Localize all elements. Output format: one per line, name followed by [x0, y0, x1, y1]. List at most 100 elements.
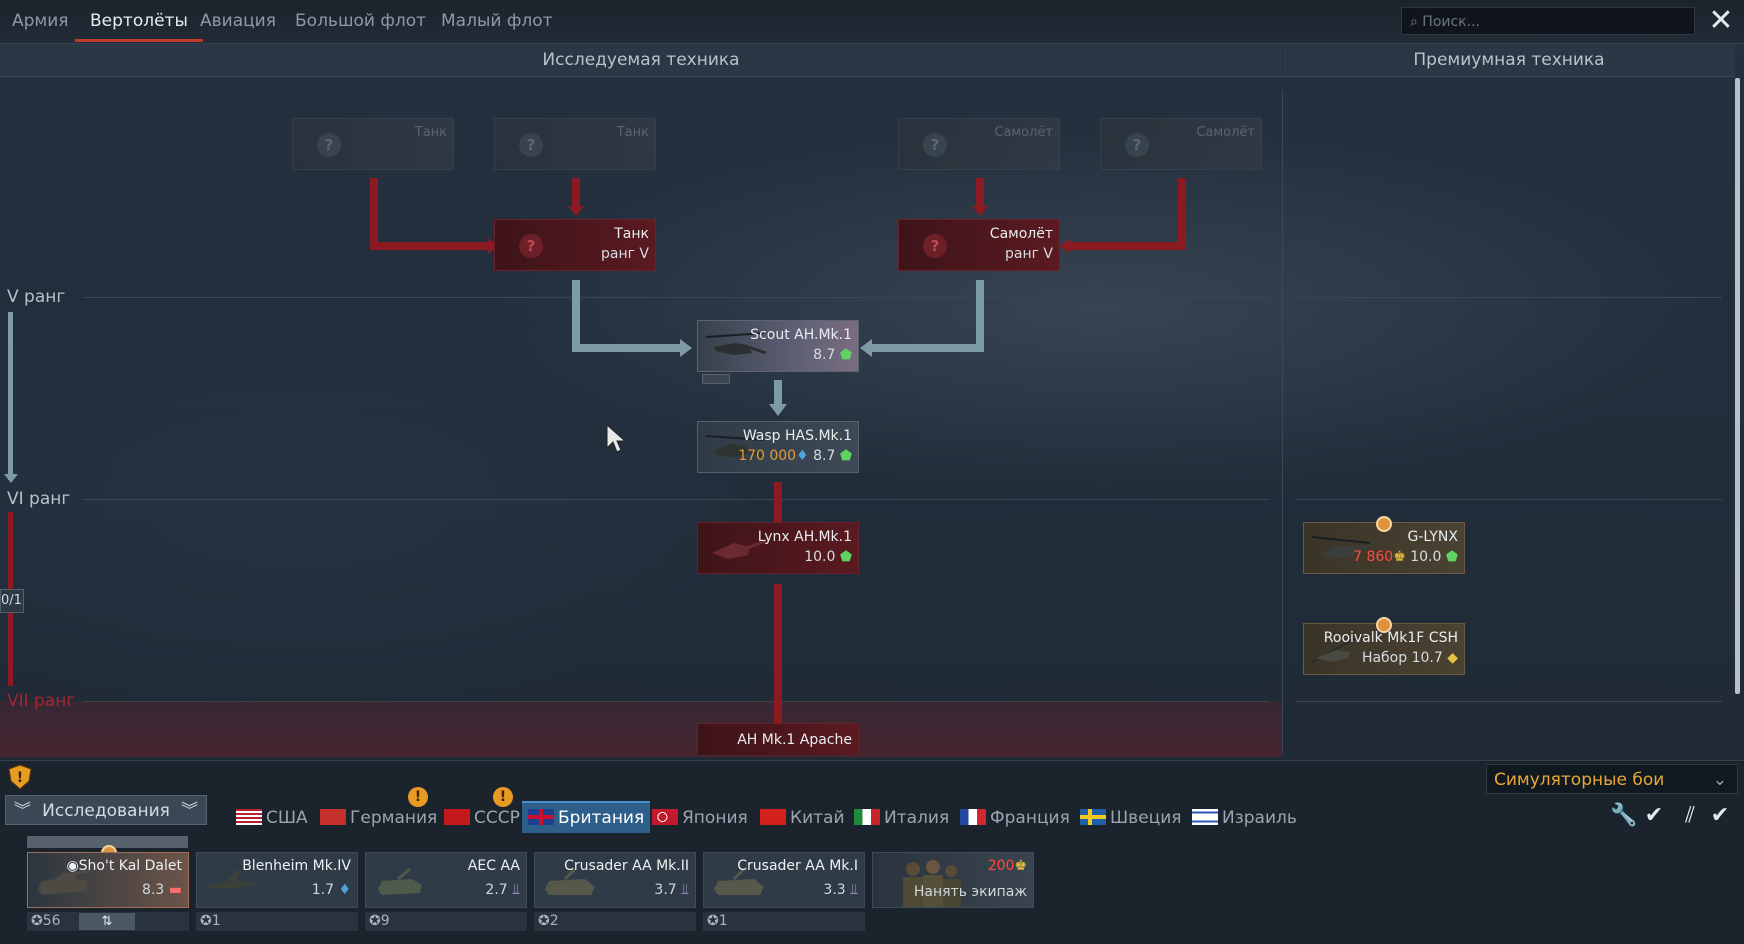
tab-coastal-fleet[interactable]: Малый флот: [441, 11, 553, 31]
game-mode-select[interactable]: Симуляторные бои⌄: [1486, 764, 1738, 794]
tab-helicopters[interactable]: Вертолёты: [75, 0, 203, 42]
germany-warning-icon: !: [408, 787, 428, 807]
nation-italy[interactable]: Италия: [854, 803, 949, 833]
nation-france[interactable]: Франция: [960, 803, 1070, 833]
tank-type-icon: ▬: [168, 882, 182, 898]
card-br: 10.0 ⬟: [804, 549, 852, 565]
unknown-icon: ?: [317, 133, 341, 157]
shield-icon: ⬟: [839, 549, 852, 565]
golden-eagle-icon: ♚: [1393, 549, 1406, 565]
crew-slot-1[interactable]: ◉Sho't Kal Dalet 8.3 ▬: [27, 852, 189, 908]
mouse-cursor-icon: [606, 424, 626, 453]
checkmark-icon[interactable]: ✔: [1644, 803, 1664, 828]
tree-card-tank-1[interactable]: ? Танк: [292, 118, 454, 170]
nation-label: Италия: [884, 808, 950, 828]
nation-label: СССР: [474, 808, 520, 828]
france-flag-icon: [960, 809, 986, 825]
tab-aviation[interactable]: Авиация: [200, 11, 276, 31]
card-name: Самолёт: [994, 125, 1053, 140]
crew-info-4[interactable]: ✪2: [534, 912, 696, 931]
china-flag-icon: [760, 809, 786, 825]
section-divider: [1282, 90, 1283, 754]
card-name: Scout AH.Mk.1: [750, 327, 852, 343]
conn-planereq-scout: [872, 280, 984, 352]
crew-count: 9: [380, 913, 390, 929]
tree-card-plane-2[interactable]: ? Самолёт: [1100, 118, 1262, 170]
card-name: Самолёт: [1196, 125, 1255, 140]
hire-crew-slot[interactable]: 200♚ Нанять экипаж: [872, 852, 1034, 908]
tab-army[interactable]: Армия: [12, 11, 69, 31]
rank-progress-arrow: [4, 474, 18, 483]
helicopter-icon: [1311, 635, 1361, 663]
tree-card-plane-1[interactable]: ? Самолёт: [898, 118, 1060, 170]
battle-rating: 3.7: [654, 882, 677, 898]
search-input[interactable]: ⌕ Поиск...: [1401, 7, 1695, 35]
tank-icon: [378, 867, 422, 895]
tree-card-wasp[interactable]: Wasp HAS.Mk.1 170 000♦ 8.7 ⬟: [697, 421, 859, 473]
tree-card-apache[interactable]: AH Mk.1 Apache: [697, 723, 859, 755]
card-name: Танк: [614, 226, 649, 242]
nation-britain[interactable]: Британия: [522, 801, 651, 833]
unknown-icon: ?: [519, 133, 543, 157]
ammo-icon[interactable]: ⫽: [1685, 803, 1695, 828]
nation-label: Швеция: [1110, 808, 1182, 828]
tank-icon: [545, 867, 595, 895]
battle-rating: 8.3: [142, 882, 165, 898]
search-icon: ⌕: [1410, 14, 1418, 30]
conn-tankreq-scout: [572, 280, 680, 352]
vehicle-name: Crusader AA Mk.II: [564, 858, 689, 874]
crew-info-1[interactable]: ✪56⇅: [27, 912, 189, 931]
premium-rank-vi-line: [1296, 499, 1722, 500]
nation-usa[interactable]: США: [236, 803, 308, 833]
rank-progress-bar: [8, 312, 13, 480]
usa-flag-icon: [236, 809, 262, 825]
selected-slot-bar: [27, 836, 188, 848]
scout-slot-tab[interactable]: [702, 374, 730, 384]
crew-icon: ✪: [31, 913, 43, 929]
battle-rating: 8.7: [813, 448, 836, 464]
helicopter-icon: [705, 332, 767, 355]
tree-card-plane-requirement[interactable]: ? Самолёт ранг V: [898, 219, 1060, 271]
premium-badge-icon: [1376, 617, 1392, 633]
tree-card-tank-requirement[interactable]: ? Танк ранг V: [494, 219, 656, 271]
unknown-icon: ?: [923, 234, 947, 258]
crew-slot-3[interactable]: AEC AA 2.7 ⫫: [365, 852, 527, 908]
crew-count: 2: [549, 913, 559, 929]
crew-slot-5[interactable]: Crusader AA Mk.I 3.3 ⫫: [703, 852, 865, 908]
tree-card-scout[interactable]: Scout AH.Mk.1 8.7 ⬟: [697, 320, 859, 372]
wrench-icon[interactable]: 🔧: [1610, 803, 1638, 828]
golden-eagles-cost: 7 860: [1353, 549, 1394, 565]
tree-card-lynx[interactable]: Lynx AH.Mk.1 10.0 ⬟: [697, 522, 859, 574]
nation-japan[interactable]: Япония: [652, 803, 748, 833]
crew-info-2[interactable]: ✪1: [196, 912, 358, 931]
card-name: AH Mk.1 Apache: [737, 732, 852, 748]
card-cost-br: 7 860♚ 10.0 ⬟: [1353, 549, 1458, 565]
nation-label: Китай: [790, 808, 845, 828]
vehicle-br: 3.3 ⫫: [823, 882, 858, 898]
nation-china[interactable]: Китай: [760, 803, 845, 833]
alert-shield-icon[interactable]: !: [8, 764, 32, 790]
shield-icon: ⬟: [839, 347, 852, 363]
unknown-icon: ?: [519, 234, 543, 258]
tab-bluewater-fleet[interactable]: Большой флот: [295, 11, 427, 31]
crew-info-3[interactable]: ✪9: [365, 912, 527, 931]
nation-sweden[interactable]: Швеция: [1080, 803, 1182, 833]
crew-slot-4[interactable]: Crusader AA Mk.II 3.7 ⫫: [534, 852, 696, 908]
tree-card-tank-2[interactable]: ? Танк: [494, 118, 656, 170]
premium-card-g-lynx[interactable]: G-LYNX 7 860♚ 10.0 ⬟: [1303, 522, 1465, 574]
arrow-icon: ◆: [1447, 650, 1458, 666]
crew-members-icon: [903, 860, 961, 907]
crew-slot-2[interactable]: Blenheim Mk.IV 1.7 ♦: [196, 852, 358, 908]
research-toggle[interactable]: ︾ Исследования ︾: [5, 795, 207, 825]
nation-israel[interactable]: Израиль: [1192, 803, 1297, 833]
card-br: 8.7 ⬟: [813, 347, 852, 363]
checkmark-icon[interactable]: ✔: [1710, 803, 1730, 828]
swap-icon[interactable]: ⇅: [79, 913, 135, 930]
close-button[interactable]: ✕: [1705, 6, 1737, 38]
nation-ussr[interactable]: СССР: [444, 803, 520, 833]
germany-flag-icon: [320, 809, 346, 825]
crew-info-5[interactable]: ✪1: [703, 912, 865, 931]
scrollbar[interactable]: [1735, 78, 1740, 694]
nation-germany[interactable]: Германия: [320, 803, 437, 833]
crew-icon: ✪: [200, 913, 212, 929]
